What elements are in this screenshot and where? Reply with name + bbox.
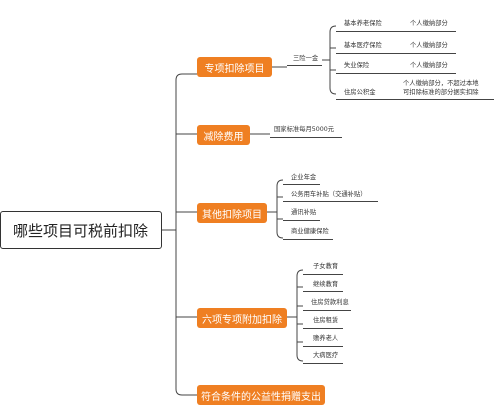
underline	[270, 137, 342, 138]
category-basic-deduction: 减除费用	[197, 125, 250, 145]
item-commercial-health-insurance: 商业健康保险	[291, 228, 329, 235]
item-continuing-education: 继续教育	[313, 281, 339, 288]
underline	[303, 310, 351, 311]
category-charitable-donations: 符合条件的公益性捐赠支出	[197, 385, 325, 405]
category-other-deductions: 其他扣除项目	[197, 203, 267, 223]
underline	[283, 201, 378, 202]
root-node: 哪些项目可税前扣除	[0, 211, 162, 249]
item-pension-insurance-value: 个人缴纳部分	[410, 20, 448, 27]
category-six-additional-deductions: 六项专项附加扣除	[197, 308, 287, 328]
item-housing-fund: 住房公积金	[344, 89, 376, 96]
item-vehicle-subsidy: 公务用车补贴（交通补贴）	[291, 191, 367, 198]
underline	[287, 65, 322, 66]
sub-bracket	[297, 286, 303, 343]
item-mortgage-interest: 住房贷款利息	[311, 299, 349, 306]
item-elderly-support: 赡养老人	[313, 335, 339, 342]
item-unemployment-insurance: 失业保险	[344, 62, 370, 69]
underline	[303, 328, 343, 329]
underline	[303, 291, 343, 292]
underline	[336, 31, 456, 32]
item-medical-insurance-value: 个人缴纳部分	[410, 42, 448, 49]
item-serious-illness-medical: 大病医疗	[313, 352, 339, 359]
underline	[336, 99, 494, 100]
sub-bracket	[330, 47, 336, 71]
item-unemployment-insurance-value: 个人缴纳部分	[410, 62, 448, 69]
item-medical-insurance: 基本医疗保险	[344, 42, 382, 49]
underline	[336, 53, 456, 54]
item-children-education: 子女教育	[313, 263, 339, 270]
sub-bracket	[329, 25, 337, 95]
sub-bracket	[277, 196, 283, 220]
item-enterprise-annuity: 企业年金	[291, 174, 317, 181]
sub-bracket	[296, 269, 304, 362]
note-three-insurances-one-fund: 三险一金	[293, 55, 319, 62]
main-trunk	[175, 73, 183, 396]
underline	[283, 220, 320, 221]
sub-bracket	[276, 179, 284, 239]
item-communication-subsidy: 通讯补贴	[291, 209, 317, 216]
item-housing-fund-value: 个人缴纳部分，不超过本地	[403, 80, 479, 87]
item-pension-insurance: 基本养老保险	[344, 20, 382, 27]
underline	[303, 346, 343, 347]
category-special-deductions: 专项扣除项目	[197, 57, 272, 77]
item-housing-rent: 住房租赁	[313, 317, 339, 324]
underline	[283, 239, 333, 240]
item-housing-fund-value-line2: 可扣除标准的部分据实扣除	[403, 89, 479, 96]
underline	[283, 184, 320, 185]
note-standard-5000: 国家标准每月5000元	[274, 126, 335, 133]
underline	[303, 363, 343, 364]
underline	[336, 73, 456, 74]
underline	[303, 274, 343, 275]
